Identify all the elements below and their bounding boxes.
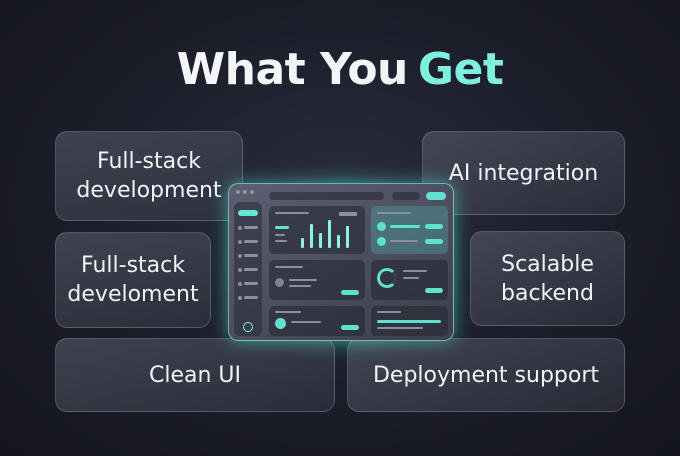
- feature-line: Full-stack: [81, 253, 185, 278]
- sidebar-dot: [238, 268, 242, 272]
- feature-line: develoment: [67, 282, 199, 307]
- panel-line: [291, 321, 321, 323]
- dashboard-illustration: [228, 183, 454, 341]
- panel-accent-line: [275, 226, 289, 229]
- sidebar-dot: [238, 296, 242, 300]
- window-dots-icon: [236, 190, 254, 194]
- feature-card-ai-integration: AI integration: [422, 131, 625, 215]
- panel-line: [377, 327, 423, 329]
- feature-card-fullstack-development: Full-stack development: [55, 131, 243, 221]
- sidebar-dot: [238, 282, 242, 286]
- feature-line: Clean UI: [148, 362, 242, 388]
- sidebar-line: [244, 282, 258, 285]
- activity-icon: [275, 318, 286, 329]
- home-icon: [243, 322, 253, 332]
- feature-line: Full-stack: [97, 149, 201, 174]
- progress-panel-illustration: [371, 260, 448, 300]
- search-bar-illustration: [269, 192, 384, 200]
- chart-bar: [328, 220, 331, 248]
- panel-heading-line: [275, 266, 303, 268]
- list-panel-illustration: [269, 260, 365, 300]
- sidebar-active-item: [238, 210, 258, 216]
- panel-line: [275, 240, 287, 242]
- sidebar-dot: [238, 226, 242, 230]
- panel-chip: [341, 325, 359, 330]
- stat-icon: [377, 222, 386, 231]
- sidebar-line: [244, 254, 258, 257]
- progress-ring-icon: [377, 268, 397, 288]
- feature-line: Scalable: [501, 251, 594, 277]
- chart-bar: [337, 235, 340, 248]
- topbar-pill-illustration: [392, 192, 420, 200]
- panel-line: [289, 279, 317, 281]
- panel-accent-line: [390, 225, 420, 228]
- panel-chip: [425, 224, 443, 229]
- title-main: What You: [176, 44, 409, 95]
- feature-card-fullstack-develoment: Full-stack develoment: [55, 232, 211, 328]
- title-accent: Get: [417, 44, 504, 95]
- panel-line: [275, 234, 285, 236]
- chart-bar: [346, 226, 349, 248]
- feature-line: backend: [501, 280, 594, 306]
- feature-line: Deployment support: [372, 362, 600, 388]
- chart-bar: [310, 224, 313, 248]
- panel-accent-line: [377, 320, 441, 323]
- chart-panel-illustration: [269, 206, 365, 254]
- list-icon: [275, 278, 284, 287]
- feature-card-clean-ui: Clean UI: [55, 338, 335, 412]
- panel-chip: [425, 239, 443, 244]
- sidebar-dot: [238, 240, 242, 244]
- panel-chip: [341, 290, 359, 295]
- panel-line: [403, 277, 419, 279]
- activity-panel-illustration: [269, 306, 365, 336]
- usage-panel-illustration: [371, 306, 448, 336]
- sidebar-line: [244, 226, 258, 229]
- chart-bar: [301, 238, 304, 248]
- topbar-button-illustration: [426, 192, 446, 200]
- feature-card-deployment-support: Deployment support: [347, 338, 625, 412]
- sidebar-dot: [238, 254, 242, 258]
- sidebar-line: [244, 240, 258, 243]
- panel-tag-line: [339, 212, 357, 216]
- panel-heading-line: [275, 212, 309, 214]
- feature-line: development: [76, 178, 222, 203]
- feature-line: AI integration: [448, 160, 599, 186]
- panel-heading-line: [377, 311, 401, 313]
- panel-chip: [425, 288, 443, 293]
- feature-card-scalable-backend: Scalable backend: [470, 231, 625, 326]
- panel-line: [403, 270, 427, 272]
- panel-heading-line: [377, 212, 411, 214]
- panel-line: [289, 285, 311, 287]
- sidebar-line: [244, 296, 258, 299]
- stats-panel-illustration: [371, 206, 448, 254]
- chart-bar: [319, 233, 322, 248]
- stat-icon: [377, 237, 386, 246]
- sidebar-line: [244, 268, 258, 271]
- panel-heading-line: [275, 311, 301, 313]
- panel-line: [390, 240, 418, 242]
- sidebar-illustration: [234, 202, 262, 336]
